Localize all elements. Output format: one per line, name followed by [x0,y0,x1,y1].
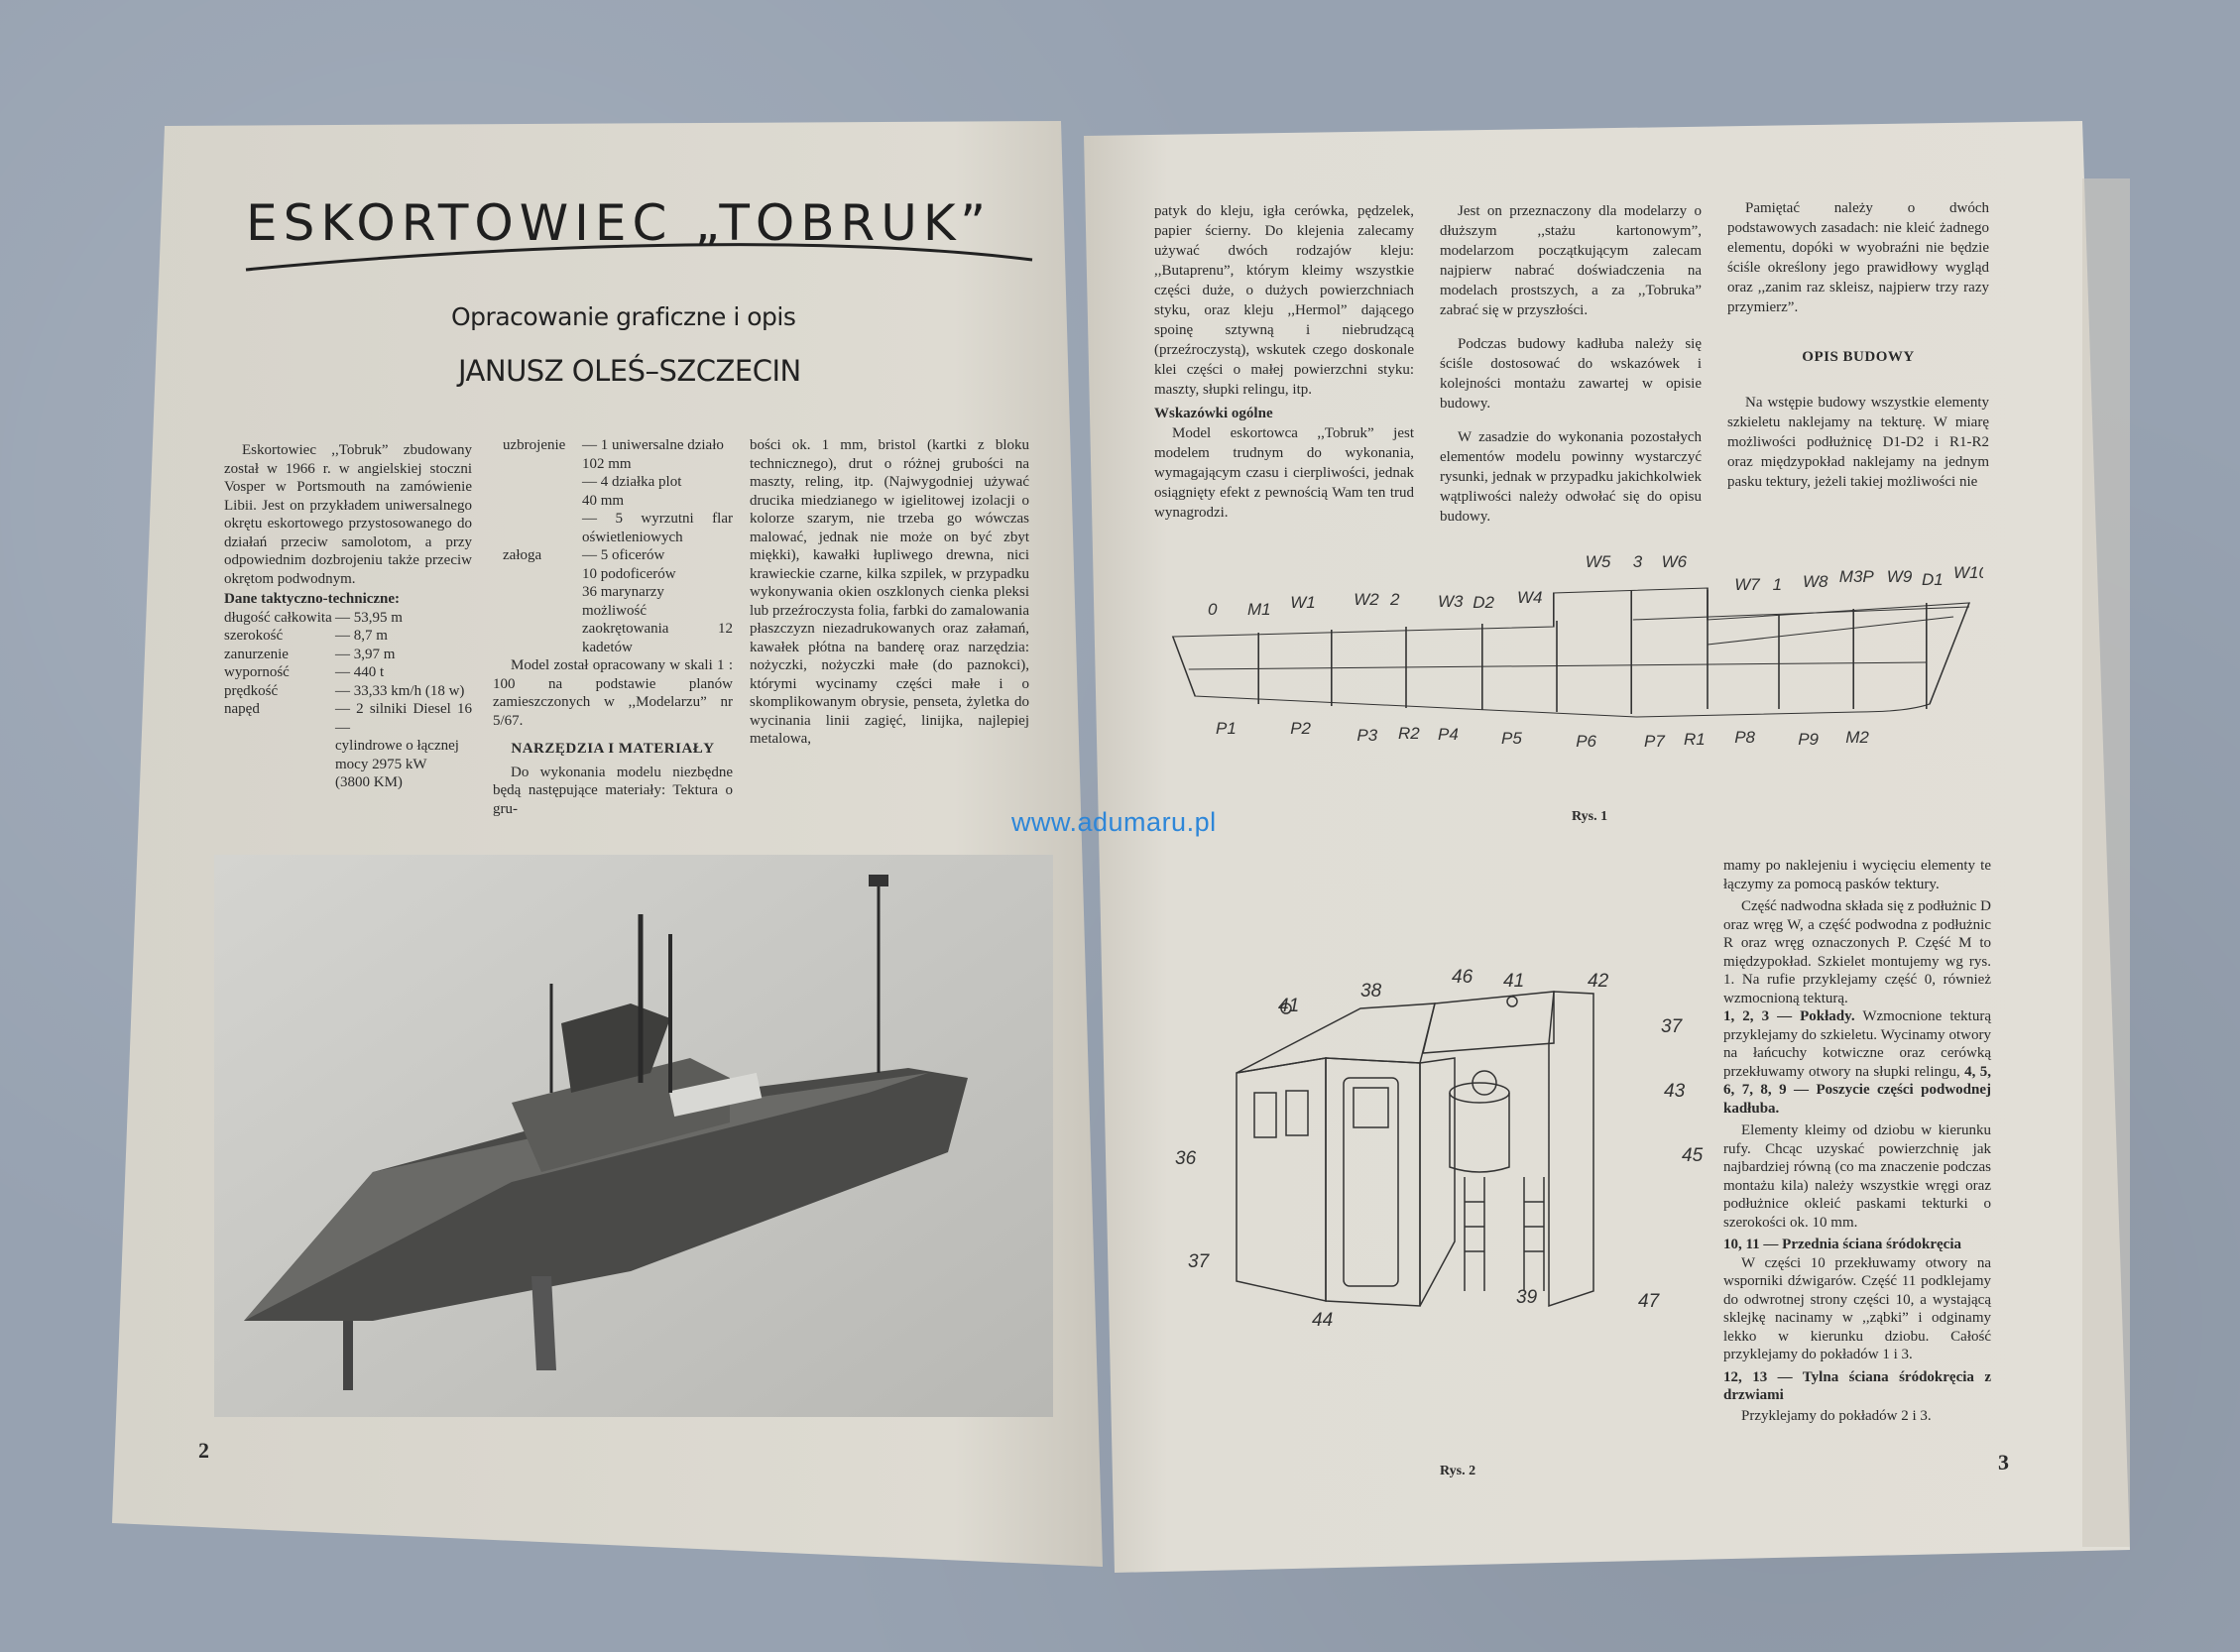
article-title: ESKORTOWIEC „TOBRUK” [246,194,993,252]
figure-1-label: R1 [1684,730,1706,749]
figure-1-label: P2 [1290,719,1311,738]
spec-row: długość całkowita— 53,95 m [224,609,403,626]
figure-1-label: P3 [1356,726,1377,745]
right-column-3: Pamiętać należy o dwóch podstawowych zas… [1727,198,1989,492]
armament-table: uzbrojenie— 1 uniwersalne działo 102 mm … [493,436,733,656]
figure-2-label: 43 [1664,1081,1686,1102]
ship-model-photo [214,855,1053,1417]
figure-1-label: P7 [1644,732,1665,751]
figure-1-label: W10 [1953,563,1983,582]
spec-row: szerokość— 8,7 m [224,628,388,644]
paragraph: Jest on przeznaczony dla modelarzy o dłu… [1440,203,1702,318]
left-column-3: bości ok. 1 mm, bristol (kartki z bloku … [750,436,1029,749]
figure-1-label: P9 [1798,730,1819,749]
figure-1-label: 2 [1389,590,1400,609]
figure-1-label: W8 [1803,572,1828,591]
armament-row: załoga— 5 oficerów 10 podoficerów 36 mar… [503,547,733,655]
right-column-2: Jest on przeznaczony dla modelarzy o dłu… [1440,201,1702,527]
figure-2-label: 41 [1278,996,1299,1016]
figure-1-label: P6 [1576,732,1596,751]
tools-paragraph: Do wykonania modelu niezbędne będą nastę… [493,764,733,817]
figure-1-label: D1 [1922,570,1944,589]
spec-row: zanurzenie— 3,97 m [224,646,396,662]
paragraph: Na wstępie budowy wszystkie elementy szk… [1727,395,1989,490]
figure-1-label: 3 [1633,552,1643,571]
figure-2-caption: Rys. 2 [1440,1464,1476,1478]
figure-1-label: D2 [1473,593,1494,612]
armament-row: uzbrojenie— 1 uniwersalne działo 102 mm … [503,437,733,545]
figure-1-label: 1 [1773,575,1782,594]
bridge-assembly-drawing: 41 38 46 41 42 37 43 45 36 37 44 39 47 [1175,967,1704,1331]
figure-2-label: 38 [1360,981,1382,1002]
page-number-left: 2 [198,1438,209,1463]
watermark-url[interactable]: www.adumaru.pl [1011,807,1217,837]
right-column-1: patyk do kleju, igła cerówka, pędzelek, … [1154,201,1414,523]
paragraph: Część nadwodna składa się z podłużnic D … [1723,898,1991,1006]
figure-1-label: P5 [1501,729,1522,748]
title-underline [245,243,1033,272]
figure-1-label: W6 [1662,552,1688,571]
section-heading: 1, 2, 3 — Pokłady. [1723,1008,1855,1024]
specs-table: długość całkowita— 53,95 m szerokość— 8,… [224,609,472,792]
left-column-1: Eskortowiec ,,Tobruk” zbudowany został w… [224,441,472,792]
tools-heading: NARZĘDZIA I MATERIAŁY [511,741,715,757]
figure-1-label: M3P [1839,567,1875,586]
figure-1-label: W1 [1290,593,1316,612]
paragraph: Elementy kleimy od dziobu w kierunku ruf… [1723,1122,1991,1231]
general-paragraph: Model eskortowca ,,Tobruk” jest modelem … [1154,425,1414,521]
figure-1-label: M2 [1845,728,1869,747]
figure-1-label: 0 [1208,600,1218,619]
figure-2-label: 47 [1638,1291,1661,1312]
figure-1-label: P4 [1438,725,1459,744]
figure-1-label: W7 [1734,575,1760,594]
paragraph: W zasadzie do wykonania pozostałych elem… [1440,429,1702,525]
general-heading: Wskazówki ogólne [1154,406,1273,421]
right-lower-column: mamy po naklejeniu i wycięciu elementy t… [1723,857,1991,1425]
right-page [1084,121,2130,1573]
figure-1-label: W3 [1438,592,1464,611]
paragraph: W części 10 przekłuwamy otwory na wsporn… [1723,1254,1991,1363]
paragraph: Wzmocnione tekturą przyklejamy do szkiel… [1723,1008,1991,1080]
paragraph: Podczas budowy kadłuba należy się ściśle… [1440,336,1702,412]
paragraph: Pamiętać należy o dwóch podstawowych zas… [1727,200,1989,315]
article-author: JANUSZ OLEŚ–SZCZECIN [458,354,801,388]
paragraph: mamy po naklejeniu i wycięciu elementy t… [1723,858,1991,892]
model-note: Model został opracowany w skali 1 : 100 … [493,657,733,729]
figure-2-label: 37 [1661,1016,1684,1037]
figure-2-label: 39 [1516,1287,1538,1308]
figure-2-label: 37 [1188,1251,1211,1272]
paragraph: Przyklejamy do pokładów 2 i 3. [1741,1407,1932,1424]
spec-row: prędkość— 33,33 km/h (18 w) [224,682,465,699]
figure-1-label: W2 [1354,590,1379,609]
figure-2-label: 41 [1503,971,1524,992]
figure-2-label: 42 [1588,971,1609,992]
section-heading: 12, 13 — Tylna ściana śródokręcia z drzw… [1723,1368,1991,1404]
figure-2-label: 36 [1175,1148,1197,1169]
figure-1-label: M1 [1247,600,1271,619]
figure-1-label: W4 [1517,588,1543,607]
specs-heading: Dane taktyczno-techniczne: [224,591,401,607]
figure-1-label: P1 [1216,719,1237,738]
section-heading: 10, 11 — Przednia ściana śródokręcia [1723,1237,1961,1252]
figure-1-label: R2 [1398,724,1420,743]
materials-paragraph: bości ok. 1 mm, bristol (kartki z bloku … [750,437,1029,747]
article-subtitle: Opracowanie graficzne i opis [451,302,796,331]
figure-1-label: P8 [1734,728,1755,747]
figure-2-label: 44 [1312,1310,1333,1331]
spec-row: wyporność— 440 t [224,664,385,680]
spec-row: napęd— 2 silniki Diesel 16 — cylindrowe … [224,701,472,790]
figure-2-label: 45 [1682,1145,1704,1166]
figure-1-caption: Rys. 1 [1572,809,1608,824]
opis-budowy-heading: OPIS BUDOWY [1802,349,1915,365]
section-heading: 4, 5, 6, 7, 8, 9 — Poszycie części podwo… [1723,1063,1992,1117]
page-number-right: 3 [1998,1450,2009,1475]
figure-1-label: W5 [1586,552,1611,571]
figure-2-label: 46 [1452,967,1474,988]
figure-1-label: W9 [1887,567,1913,586]
left-column-2: uzbrojenie— 1 uniwersalne działo 102 mm … [493,436,733,818]
glue-paragraph: patyk do kleju, igła cerówka, pędzelek, … [1154,203,1414,398]
intro-paragraph: Eskortowiec ,,Tobruk” zbudowany został w… [224,442,472,587]
